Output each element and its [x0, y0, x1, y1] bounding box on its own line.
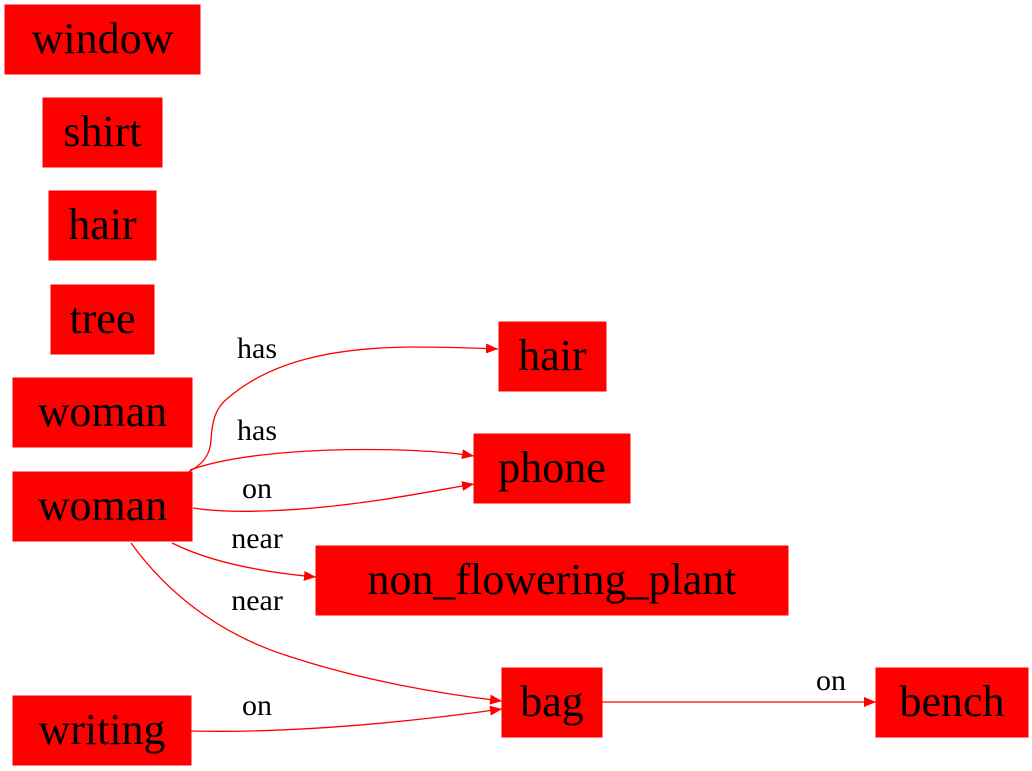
edge-label: has	[237, 332, 277, 365]
node-label: tree	[70, 294, 136, 343]
node-non-flowering-plant: non_flowering_plant	[315, 545, 789, 616]
edge-line	[192, 481, 475, 512]
node-phone: phone	[473, 433, 631, 504]
node-box	[12, 471, 193, 542]
edge-woman-has-phone: has	[189, 414, 475, 471]
node-box	[4, 4, 201, 75]
edge-label: on	[242, 472, 272, 505]
node-box	[48, 190, 157, 261]
node-box	[12, 377, 193, 448]
node-tree: tree	[50, 284, 155, 355]
node-box	[498, 321, 607, 392]
node-hair: hair	[48, 190, 157, 261]
node-woman-subject: woman	[12, 471, 193, 542]
node-writing: writing	[12, 695, 192, 766]
node-box	[50, 284, 155, 355]
node-box	[315, 545, 789, 616]
node-label: woman	[38, 387, 168, 436]
node-bag: bag	[501, 667, 603, 738]
node-label: writing	[38, 705, 165, 754]
node-label: woman	[38, 481, 168, 530]
node-box	[501, 667, 603, 738]
node-label: non_flowering_plant	[367, 555, 736, 604]
node-box	[42, 97, 163, 168]
edge-line	[189, 448, 475, 471]
node-label: bag	[520, 677, 584, 726]
edge-label: on	[816, 664, 846, 697]
node-label: bench	[899, 677, 1004, 726]
edge-woman-near-bag: near	[130, 542, 503, 705]
node-label: phone	[498, 443, 606, 492]
node-shirt: shirt	[42, 97, 163, 168]
edge-woman-has-hair: has	[184, 332, 499, 475]
node-box	[875, 667, 1029, 738]
edge-bag-on-bench: on	[602, 664, 876, 707]
node-label: shirt	[63, 107, 141, 156]
edge-line	[171, 542, 317, 581]
edge-woman-near-plant: near	[171, 522, 317, 581]
edge-label: near	[231, 522, 283, 555]
edge-line	[130, 542, 503, 705]
node-window: window	[4, 4, 201, 75]
edge-writing-on-bag: on	[190, 689, 503, 732]
node-hair-object: hair	[498, 321, 607, 392]
edge-label: near	[231, 584, 283, 617]
node-label: hair	[68, 200, 137, 249]
node-box	[12, 695, 192, 766]
edge-woman-on-phone: on	[192, 472, 475, 512]
node-box	[473, 433, 631, 504]
edge-line	[190, 705, 503, 732]
node-woman: woman	[12, 377, 193, 448]
node-label: window	[32, 14, 174, 63]
edge-label: has	[237, 414, 277, 447]
edge-line	[184, 343, 499, 475]
node-bench: bench	[875, 667, 1029, 738]
edge-label: on	[242, 689, 272, 722]
node-label: hair	[518, 331, 587, 380]
